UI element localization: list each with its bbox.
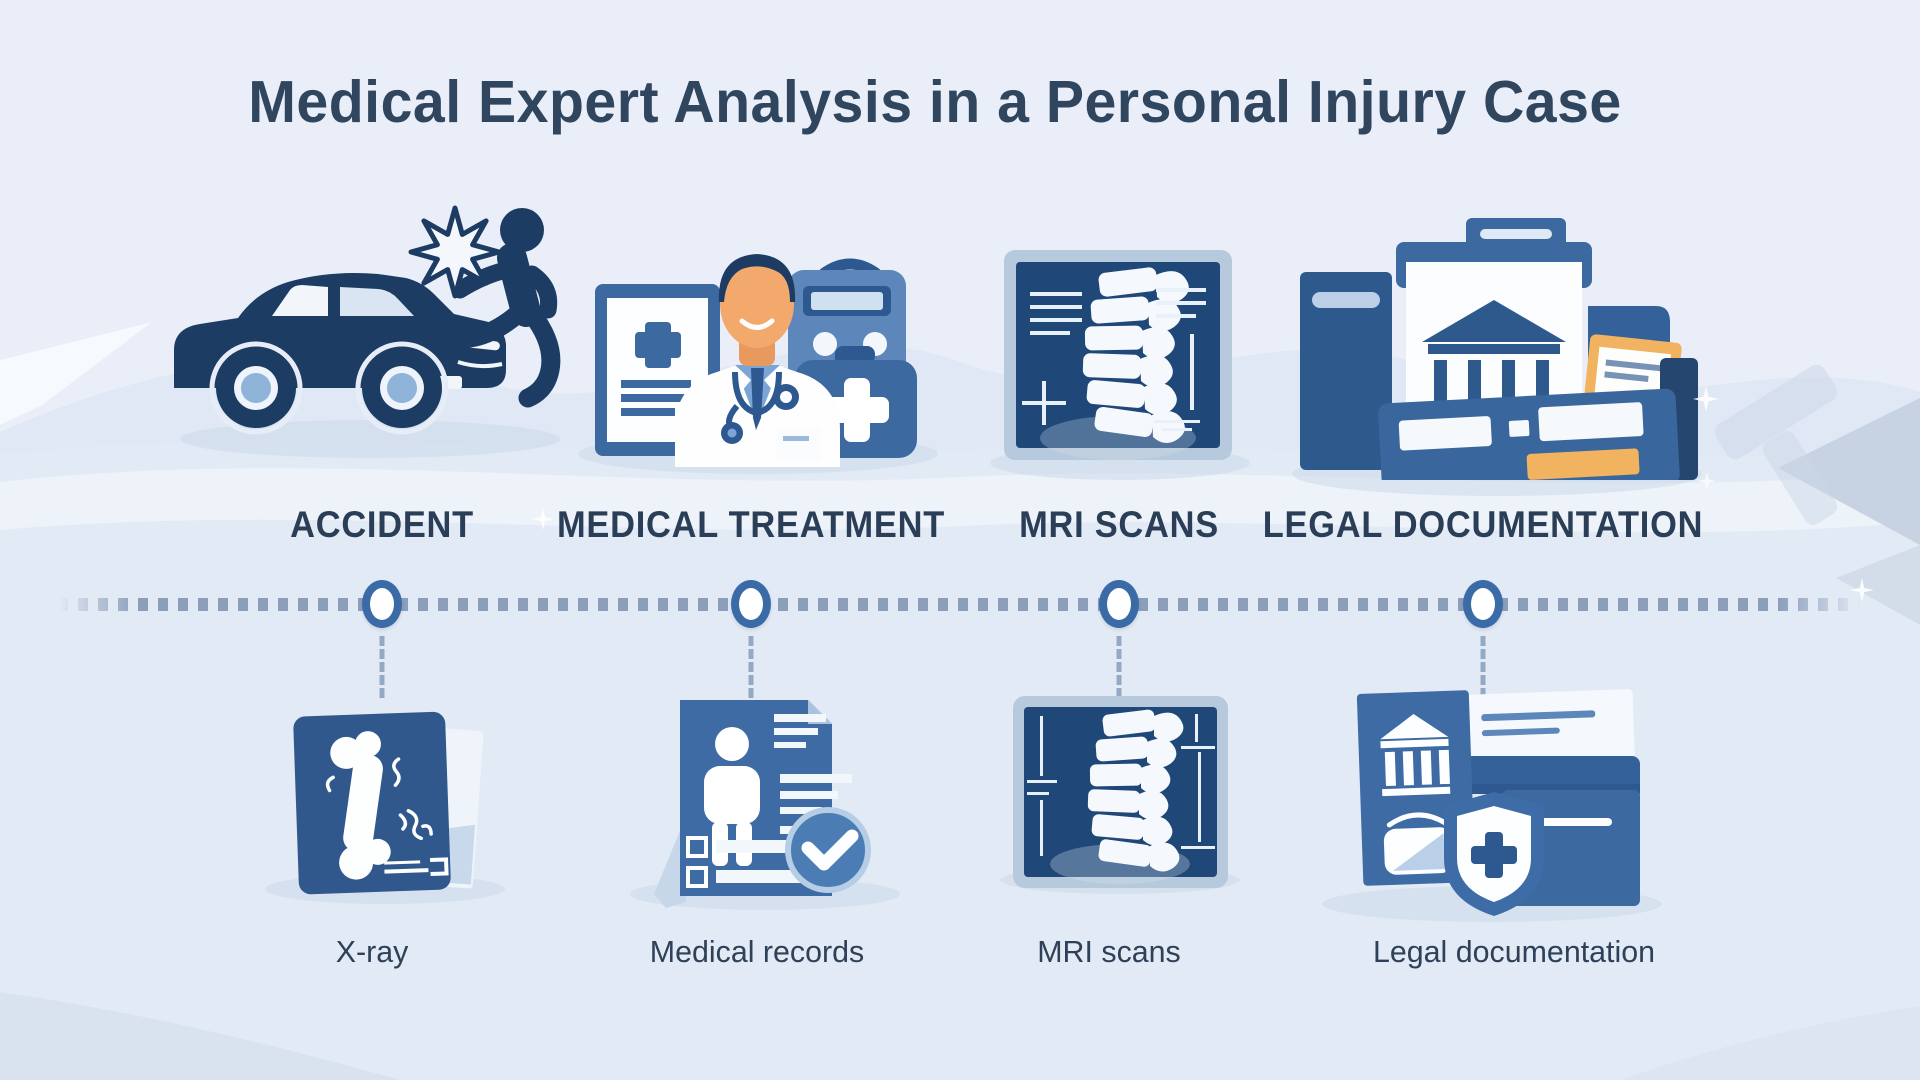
legal-documents-icon [1300,218,1698,480]
doctor-figure [675,254,840,467]
crash-star [408,205,502,299]
medical-records-icon [654,700,871,908]
sparkle-glint-3 [1698,472,1716,490]
timeline-connector-2 [748,636,754,698]
stage-label-medical-treatment: MEDICAL TREATMENT [557,504,945,545]
sparkle-glint-1 [532,508,554,530]
sub-label-mri-scans: MRI scans [1037,934,1181,969]
timeline-dotted-line [58,598,1862,611]
pedestrian-figure [451,243,561,408]
car-crash-icon [174,205,561,435]
sub-label-legal-documentation: Legal documentation [1372,934,1656,969]
stage-label-accident: ACCIDENT [290,504,474,545]
timeline-node-2 [731,580,771,628]
mri-spine-scan-icon [1004,250,1232,460]
mri-spine-scan-icon-2 [1013,696,1228,888]
sub-label-medical-records: Medical records [649,934,865,969]
timeline-node-1 [362,580,402,628]
timeline-connector-1 [379,636,385,698]
x-ray-film-icon [293,711,484,895]
sub-label-x-ray: X-ray [335,934,409,969]
doctor-icon [595,254,917,467]
timeline-node-3 [1099,580,1139,628]
timeline-connector-3 [1116,636,1122,698]
stage-label-mri-scans: MRI SCANS [1019,504,1219,545]
check-badge [785,807,871,893]
timeline-connector-4 [1480,636,1486,698]
stage-label-legal-documentation: LEGAL DOCUMENTATION [1262,504,1704,545]
sparkle-glint-4 [1850,578,1874,602]
page-title: Medical Expert Analysis in a Personal In… [248,69,1622,135]
timeline-node-4 [1463,580,1503,628]
medical-shield [1444,792,1544,916]
legal-shield-icon [1356,689,1640,916]
sparkle-glint-2 [1693,386,1719,412]
shadow-accident [180,420,560,458]
